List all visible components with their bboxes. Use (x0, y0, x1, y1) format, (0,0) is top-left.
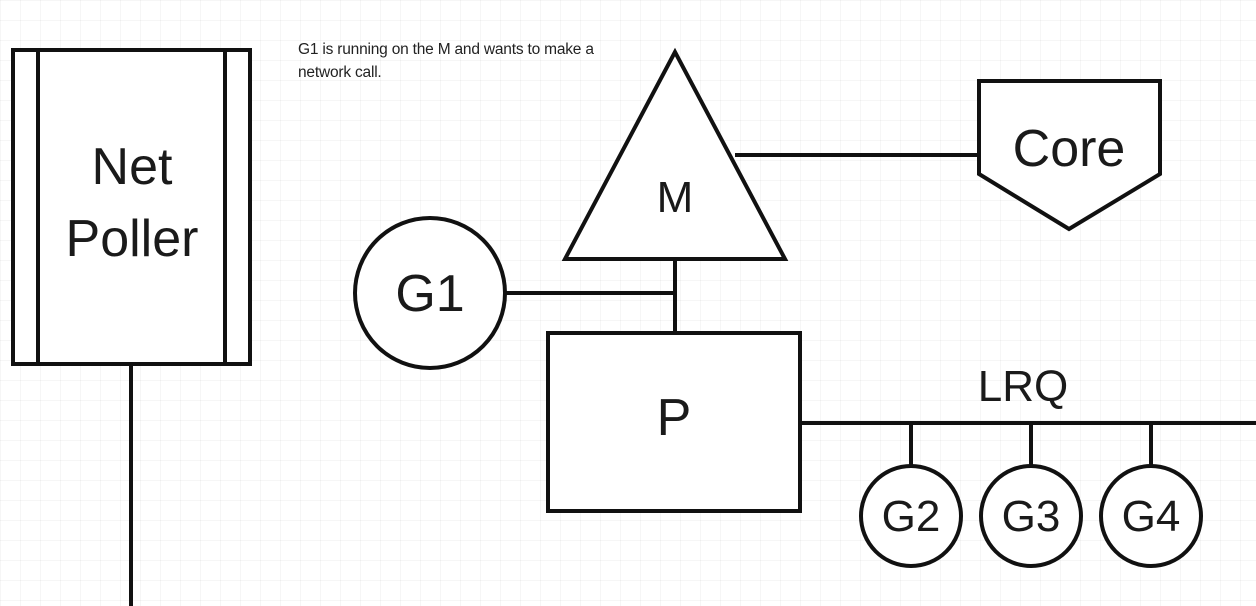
core: Core (977, 79, 1162, 232)
net-poller-label-line2: Poller (66, 210, 199, 268)
net-poller-box (11, 48, 252, 366)
processor-label: P (657, 389, 692, 447)
lrq-label: LRQ (978, 362, 1068, 411)
goroutine-g1-label: G1 (395, 265, 464, 323)
annotation-note: G1 is running on the M and wants to make… (298, 41, 594, 82)
goroutine-g4-circle (1099, 464, 1203, 568)
net-poller-label-line1: Net (92, 138, 173, 196)
local-run-queue: LRQ G2 G3 G4 (800, 362, 1256, 568)
machine-label: M (657, 173, 694, 222)
goroutine-g4-label: G4 (1122, 492, 1181, 541)
goroutine-g2-circle (859, 464, 963, 568)
net-poller: Net Poller (11, 48, 252, 366)
processor-p: P (546, 331, 802, 513)
goroutine-g1-circle (353, 216, 507, 370)
goroutine-g2-label: G2 (882, 492, 941, 541)
goroutine-g3-circle (979, 464, 1083, 568)
core-shape (977, 79, 1162, 232)
goroutine-g3-label: G3 (1002, 492, 1061, 541)
core-label: Core (1013, 120, 1126, 178)
goroutine-g1: G1 (353, 216, 507, 370)
